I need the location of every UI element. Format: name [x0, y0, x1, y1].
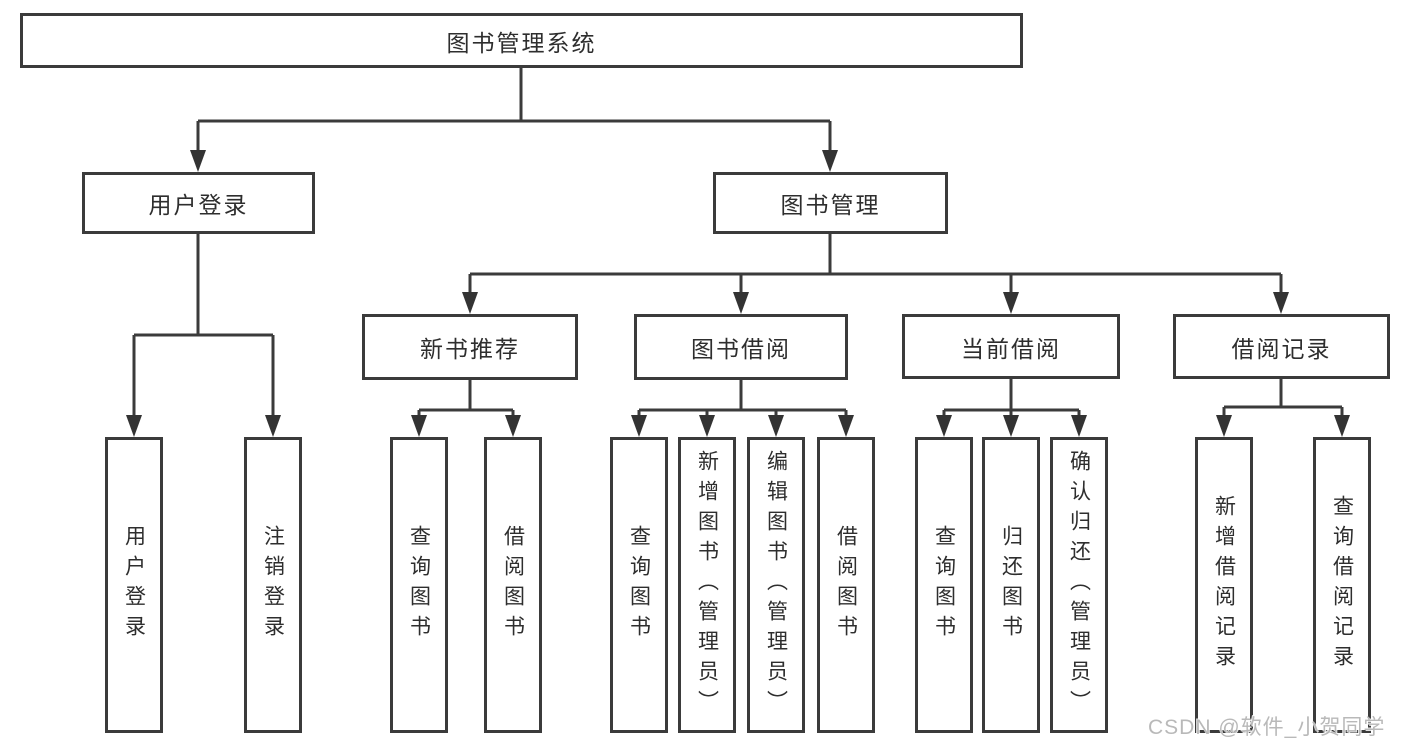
node-book-management: 图书管理: [713, 172, 948, 234]
leaf-record-query-borrow-record: 查询借阅记录: [1313, 437, 1371, 733]
leaf-borrow-query-book: 查询图书: [610, 437, 668, 733]
leaf-current-return-book: 归还图书: [982, 437, 1040, 733]
leaf-user-login: 用户登录: [105, 437, 163, 733]
leaf-borrow-edit-book-admin: 编辑图书（管理员）: [747, 437, 805, 733]
node-new-book-recommend: 新书推荐: [362, 314, 578, 380]
leaf-borrow-borrow-book: 借阅图书: [817, 437, 875, 733]
leaf-newrec-query-book: 查询图书: [390, 437, 448, 733]
leaf-current-confirm-return-admin: 确认归还（管理员）: [1050, 437, 1108, 733]
csdn-watermark: CSDN @软件_小贺同学: [1148, 716, 1386, 739]
leaf-record-add-borrow-record: 新增借阅记录: [1195, 437, 1253, 733]
leaf-current-query-book: 查询图书: [915, 437, 973, 733]
node-borrow-record: 借阅记录: [1173, 314, 1390, 379]
node-root: 图书管理系统: [20, 13, 1023, 68]
arrowheads: [126, 150, 1350, 437]
leaf-newrec-borrow-book: 借阅图书: [484, 437, 542, 733]
leaf-logout: 注销登录: [244, 437, 302, 733]
leaf-borrow-add-book-admin: 新增图书（管理员）: [678, 437, 736, 733]
node-current-borrow: 当前借阅: [902, 314, 1120, 379]
node-book-borrow: 图书借阅: [634, 314, 848, 380]
node-user-login: 用户登录: [82, 172, 315, 234]
